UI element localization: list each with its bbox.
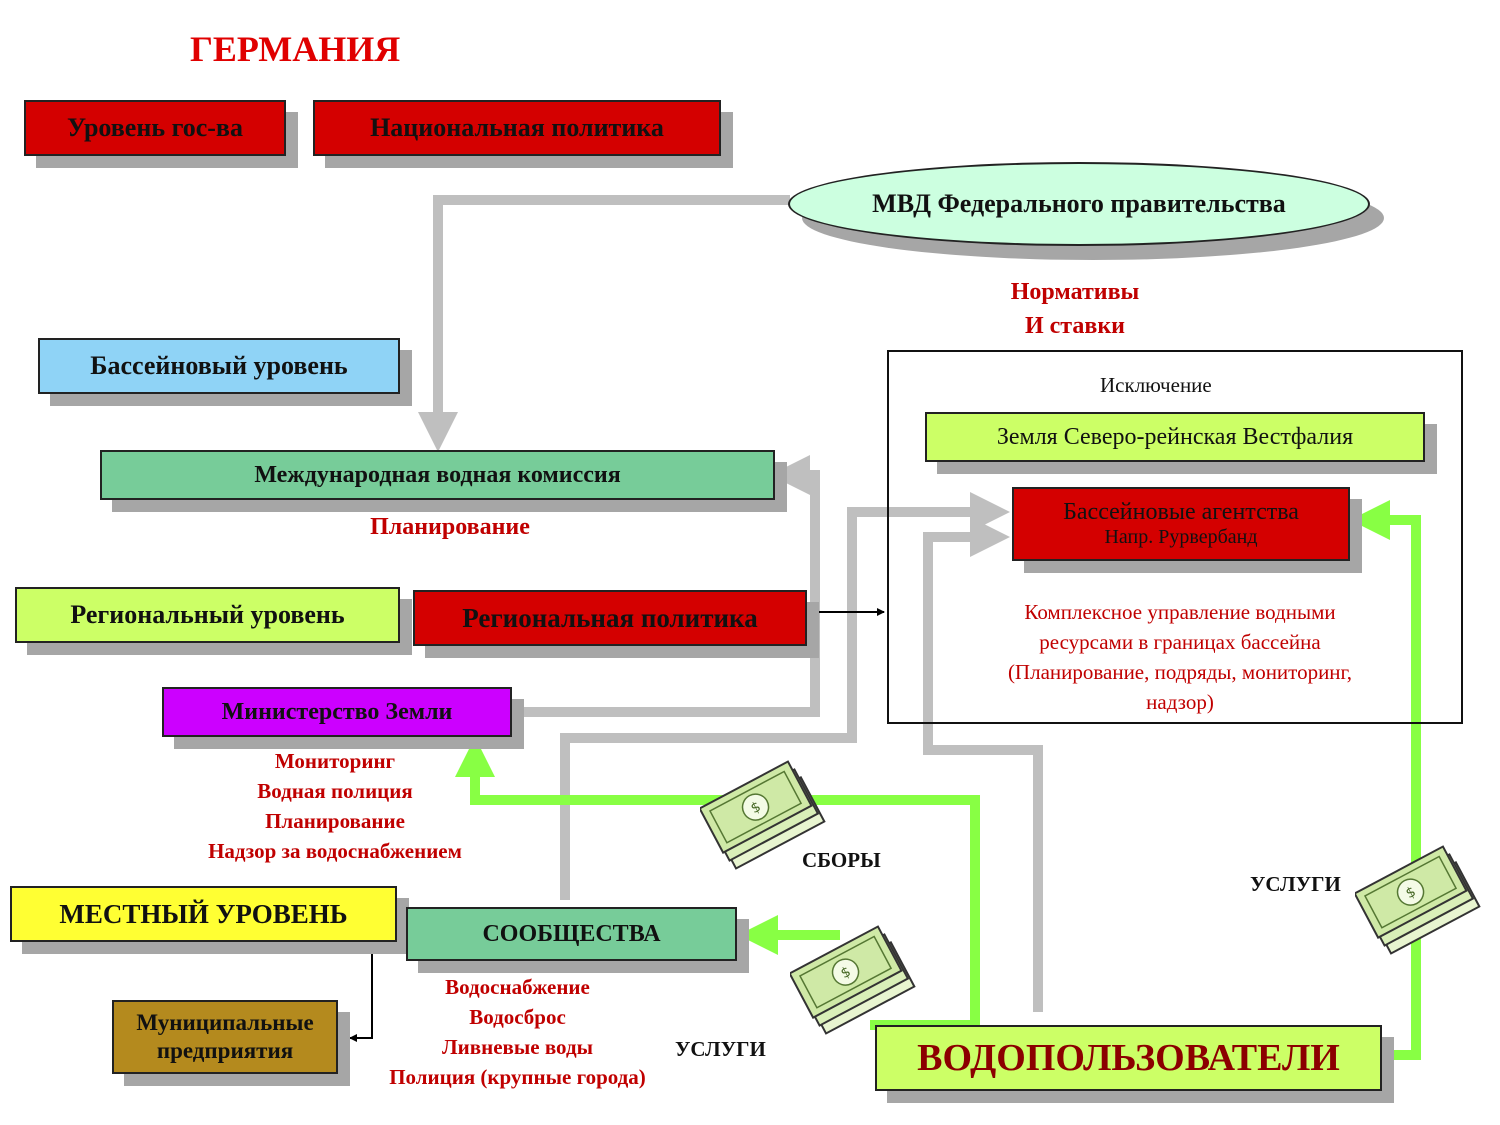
arrow-communities-to-agencies xyxy=(560,492,1010,900)
node-nrw: Земля Северо-рейнская Вестфалия xyxy=(925,412,1425,462)
label-integrated-mgmt: Комплексное управление водными ресурсами… xyxy=(960,597,1400,717)
node-basin-agencies: Бассейновые агентства Напр. Рурвербанд xyxy=(1012,487,1350,561)
label-services-right: УСЛУГИ xyxy=(1250,872,1341,896)
label-services-left: УСЛУГИ xyxy=(675,1037,766,1061)
node-regional-policy: Региональная политика xyxy=(413,590,807,646)
page-title: ГЕРМАНИЯ xyxy=(190,29,401,69)
integrated-line: надзор) xyxy=(1146,690,1214,714)
integrated-line: (Планирование, подряды, мониторинг, xyxy=(1007,660,1353,684)
ministry-function-item: Планирование xyxy=(265,809,405,833)
basin-agencies-line1: Бассейновые агентства xyxy=(1063,499,1299,525)
ministry-function-item: Надзор за водоснабжением xyxy=(208,839,462,863)
money-stack-icon: $ xyxy=(1355,845,1481,955)
community-function-item: Водосброс xyxy=(469,1005,566,1029)
node-land-ministry: Министерство Земли xyxy=(162,687,512,737)
label-norms: Нормативы И ставки xyxy=(960,275,1190,343)
label-exception: Исключение xyxy=(1100,373,1212,397)
arrow-users-to-agencies xyxy=(923,517,1043,1012)
node-communities: СООБЩЕСТВА xyxy=(406,907,737,961)
level-local: МЕСТНЫЙ УРОВЕНЬ xyxy=(10,886,397,942)
norms-line1: Нормативы xyxy=(1010,279,1140,305)
integrated-line: Комплексное управление водными xyxy=(1024,600,1336,624)
integrated-line: ресурсами в границах бассейна xyxy=(1039,630,1321,654)
arrow-ministry-to-commission xyxy=(514,455,820,717)
label-fees: СБОРЫ xyxy=(802,848,881,872)
level-regional: Региональный уровень xyxy=(15,587,400,643)
arrow-users-to-agencies-services xyxy=(1350,500,1421,1060)
community-functions: Водоснабжение Водосброс Ливневые воды По… xyxy=(355,972,680,1092)
community-function-item: Ливневые воды xyxy=(442,1035,593,1059)
level-state: Уровень гос-ва xyxy=(24,100,286,156)
node-water-users: ВОДОПОЛЬЗОВАТЕЛИ xyxy=(875,1025,1382,1091)
norms-line2: И ставки xyxy=(1024,313,1126,339)
node-intl-commission: Международная водная комиссия xyxy=(100,450,775,500)
basin-agencies-line2: Напр. Рурвербанд xyxy=(1104,526,1258,548)
money-stack-icon: $ xyxy=(700,760,826,870)
label-planning: Планирование xyxy=(370,514,530,540)
ministry-function-item: Водная полиция xyxy=(257,779,413,803)
arrow-mvd-to-commission xyxy=(418,195,790,452)
ministry-functions: Мониторинг Водная полиция Планирование Н… xyxy=(150,746,520,866)
node-national-policy: Национальная политика xyxy=(313,100,721,156)
exception-block xyxy=(887,350,1463,724)
community-function-item: Водоснабжение xyxy=(445,975,590,999)
node-mvd: МВД Федерального правительства xyxy=(788,162,1370,246)
ministry-function-item: Мониторинг xyxy=(274,749,396,773)
community-function-item: Полиция (крупные города) xyxy=(389,1065,646,1089)
money-stack-icon: $ xyxy=(790,925,916,1035)
level-basin: Бассейновый уровень xyxy=(38,338,400,394)
node-municipal: Муниципальные предприятия xyxy=(112,1000,338,1074)
mvd-label: МВД Федерального правительства xyxy=(872,189,1286,218)
